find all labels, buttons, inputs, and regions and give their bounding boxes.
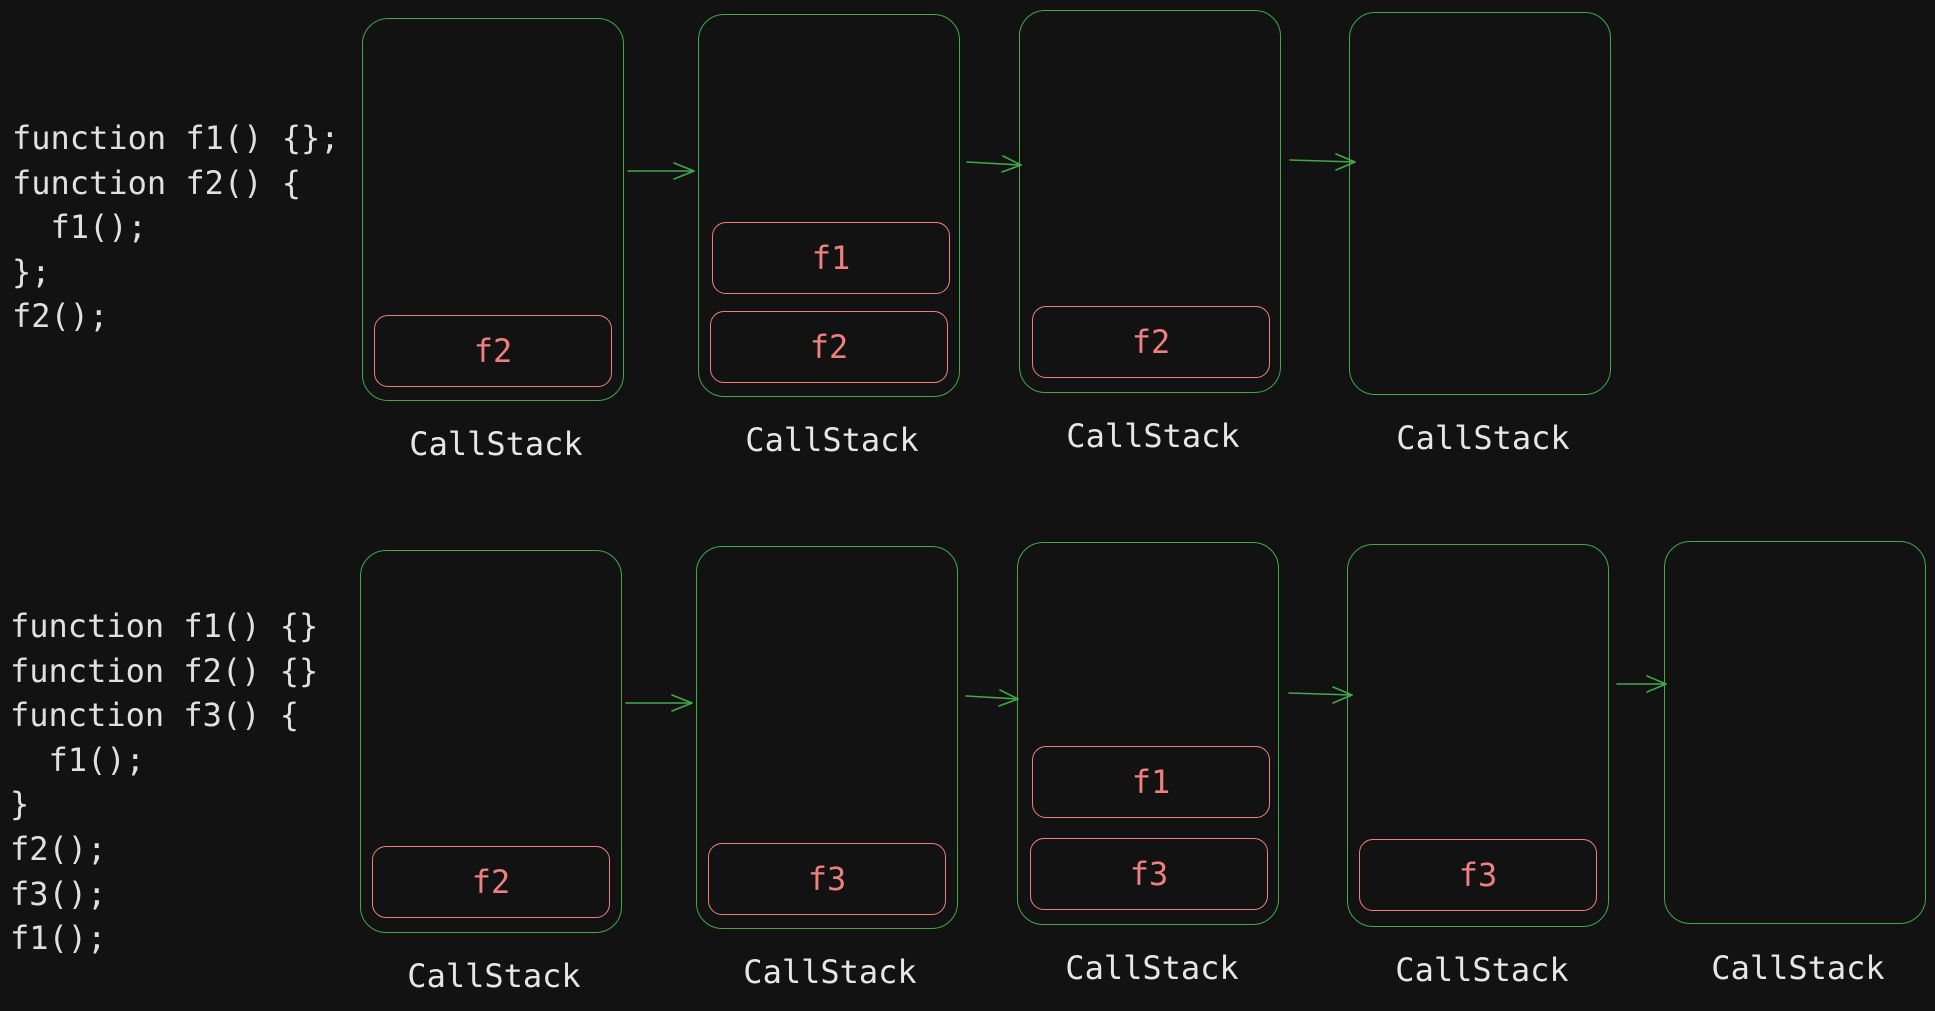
code-snippet-1: function f1() {}; function f2() { f1();};… — [12, 116, 340, 339]
code-line: f3(); — [10, 874, 107, 913]
code-line: function f2() {} — [10, 651, 319, 690]
stack-frame: f2 — [710, 311, 948, 383]
arrow-right-icon — [966, 155, 1022, 173]
arrow-right-icon — [1288, 686, 1353, 704]
call-stack-label: CallStack — [745, 421, 919, 459]
code-line: f2(); — [10, 829, 107, 868]
stack-frame: f3 — [1030, 838, 1268, 910]
call-stack-label: CallStack — [1395, 951, 1569, 989]
call-stack-label: CallStack — [743, 953, 917, 991]
stack-frame: f2 — [372, 846, 610, 918]
call-stack-label: CallStack — [407, 957, 581, 995]
arrow-right-icon — [965, 689, 1019, 707]
code-snippet-2: function f1() {} function f2() {} function… — [10, 604, 318, 961]
stack-frame: f3 — [708, 843, 946, 915]
code-line: function f2() { — [12, 163, 301, 202]
call-stack-box — [1017, 542, 1279, 925]
call-stack-box — [1664, 541, 1926, 924]
code-line: function f1() {} — [10, 607, 319, 645]
code-line: f1(); — [10, 919, 107, 958]
call-stack-box — [1349, 12, 1611, 395]
call-stack-box — [1019, 10, 1281, 393]
code-line: function f1() {}; — [12, 119, 340, 157]
arrow-right-icon — [1289, 153, 1356, 171]
code-line: f1(); — [12, 208, 147, 247]
stack-frame: f2 — [374, 315, 612, 387]
call-stack-label: CallStack — [1711, 949, 1885, 987]
code-line: f2(); — [12, 297, 109, 336]
stack-frame: f1 — [1032, 746, 1270, 818]
code-line: } — [10, 785, 30, 824]
call-stack-box — [698, 14, 960, 397]
code-line: f1(); — [10, 740, 145, 779]
call-stack-box — [696, 546, 958, 929]
call-stack-box — [360, 550, 622, 933]
call-stack-label: CallStack — [1066, 417, 1240, 455]
stack-frame: f2 — [1032, 306, 1270, 378]
arrow-right-icon — [625, 694, 693, 712]
call-stack-box — [1347, 544, 1609, 927]
call-stack-label: CallStack — [1396, 419, 1570, 457]
call-stack-box — [362, 18, 624, 401]
call-stack-label: CallStack — [409, 425, 583, 463]
code-line: function f3() { — [10, 696, 299, 735]
stack-frame: f1 — [712, 222, 950, 294]
stack-frame: f3 — [1359, 839, 1597, 911]
call-stack-label: CallStack — [1065, 949, 1239, 987]
code-line: }; — [12, 252, 51, 291]
arrow-right-icon — [1616, 675, 1667, 693]
arrow-right-icon — [627, 162, 695, 180]
